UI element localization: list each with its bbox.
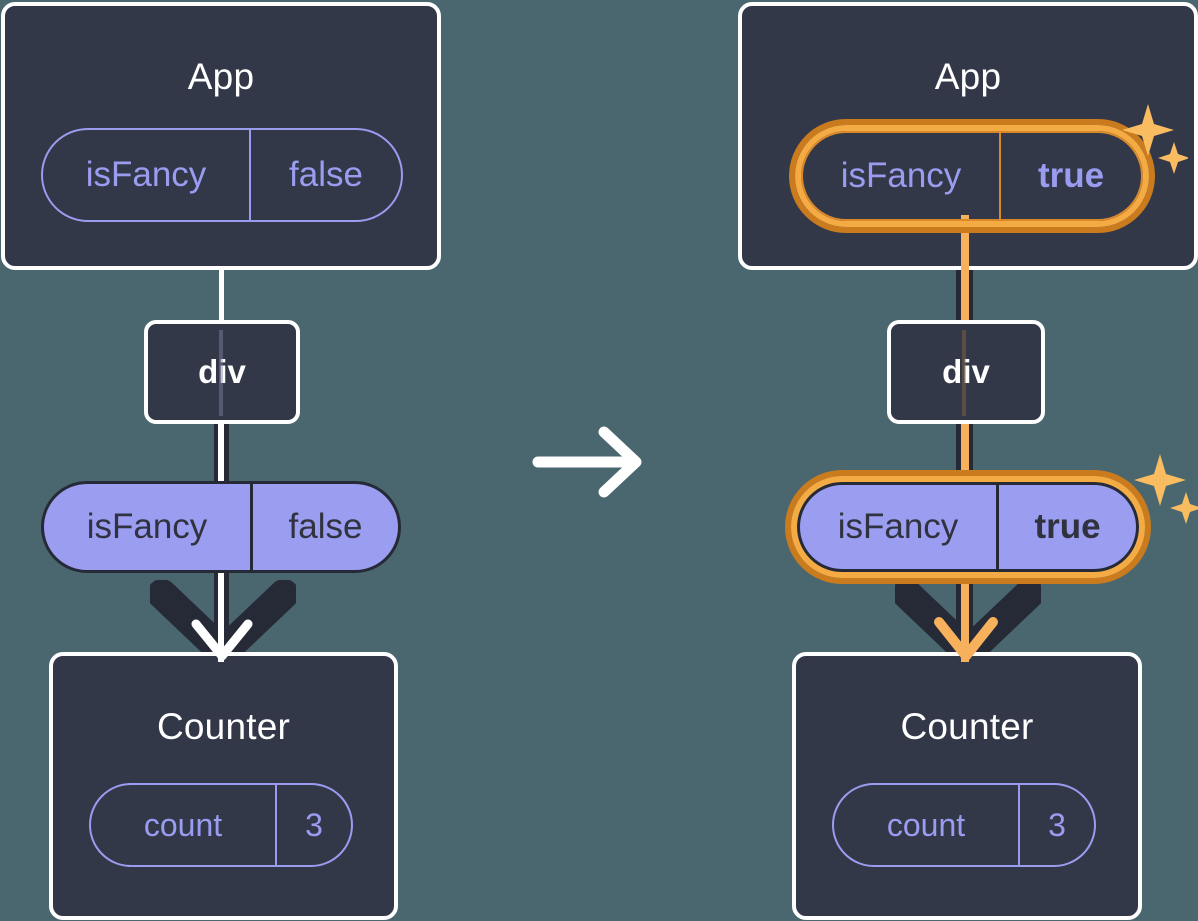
- arrowhead-white-left: [190, 616, 254, 668]
- pill-count-counter-right[interactable]: count 3: [832, 783, 1096, 867]
- sparkles-icon-prop-right: [1134, 450, 1198, 530]
- node-div-left: div: [144, 320, 300, 424]
- pill-key: isFancy: [85, 155, 207, 194]
- node-div-right-label: div: [942, 353, 990, 390]
- pill-isfancy-app-left[interactable]: isFancy false: [41, 128, 403, 222]
- pill-key: count: [886, 806, 966, 843]
- pill-count-counter-left[interactable]: count 3: [89, 783, 353, 867]
- pill-isfancy-prop-right[interactable]: isFancy true: [797, 482, 1139, 572]
- pill-value: false: [249, 130, 401, 220]
- node-app-left-title: App: [187, 56, 255, 97]
- node-counter-left-title: Counter: [156, 706, 291, 747]
- node-div-right: div: [887, 320, 1045, 424]
- pill-key: isFancy: [837, 507, 959, 546]
- pill-isfancy-prop-left[interactable]: isFancy false: [41, 481, 401, 573]
- node-app-right-title: App: [934, 56, 1002, 97]
- arrowhead-orange-right: [933, 614, 999, 668]
- left-diagram: App isFancy false div isFancy false: [0, 0, 560, 921]
- pill-value: 3: [275, 785, 351, 865]
- node-div-left-label: div: [198, 353, 246, 390]
- connector-behind-div-left: [219, 330, 223, 416]
- pill-value: 3: [1018, 785, 1094, 865]
- connector-app-to-div-left: [219, 268, 224, 324]
- pill-value: true: [999, 133, 1141, 219]
- sparkles-icon-app-right: [1122, 100, 1188, 180]
- node-counter-right-title: Counter: [900, 706, 1034, 747]
- pill-value: false: [250, 484, 398, 570]
- connector-core-orange-right: [961, 215, 969, 662]
- pill-value: true: [996, 485, 1136, 569]
- pill-key: isFancy: [840, 156, 962, 195]
- connector-behind-div-right: [962, 330, 966, 416]
- arrow-right-icon: [530, 424, 648, 500]
- pill-key: count: [143, 806, 223, 843]
- pill-isfancy-app-right[interactable]: isFancy true: [801, 131, 1143, 221]
- pill-key: isFancy: [86, 507, 208, 546]
